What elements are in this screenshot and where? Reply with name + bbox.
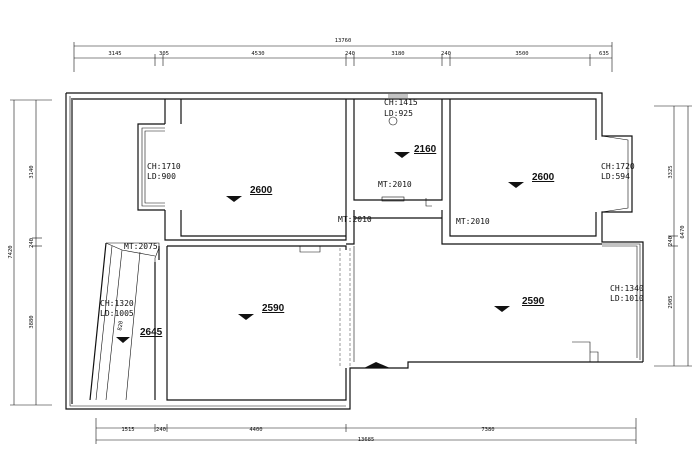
- bottom-dim-1: 1515: [121, 427, 134, 433]
- bottom-dimension-chain: 1515 240 4400 7380 13685: [95, 418, 637, 444]
- top-dim-3: 4530: [251, 51, 264, 57]
- left-dim-2: 240: [29, 238, 35, 248]
- bottom-dim-4: 7380: [481, 427, 494, 433]
- window-4-ch: CH:1320: [100, 299, 134, 308]
- top-total-dim: 13760: [335, 38, 352, 44]
- top-dim-5: 3180: [391, 51, 404, 57]
- door-labels: MT:2010 MT:2010 MT:2010 MT:2075: [124, 180, 490, 251]
- window-5-ld: LD:1010: [610, 294, 644, 303]
- door-label-bedroom-left: MT:2010: [338, 215, 372, 224]
- door-marks: [364, 196, 432, 369]
- window-3-ch: CH:1720: [601, 162, 635, 171]
- room-height-bedroom-right: 2600: [532, 172, 555, 183]
- right-total-dim: 6470: [680, 225, 686, 238]
- window-5-ch: CH:1340: [610, 284, 644, 293]
- top-dim-7: 3500: [515, 51, 528, 57]
- top-dim-6: 240: [441, 51, 451, 57]
- room-height-markers: 2600 2160 2600 2590 2645 2590: [116, 144, 555, 343]
- room-height-bathroom: 2160: [414, 144, 437, 155]
- top-dim-1: 3145: [108, 51, 121, 57]
- top-dimension-chain: 13760 3145 305 4530 240 3180 240 3500 63…: [73, 38, 613, 72]
- door-label-balcony: MT:2075: [124, 242, 158, 251]
- door-label-bathroom: MT:2010: [378, 180, 412, 189]
- left-dimension-chain: 7420 3140 240 3880: [8, 99, 52, 406]
- door-label-bedroom-right: MT:2010: [456, 217, 490, 226]
- top-dim-4: 240: [345, 51, 355, 57]
- right-dim-2: 240: [668, 236, 674, 246]
- top-dim-8: 635: [599, 51, 609, 57]
- interior-walls: [154, 99, 602, 401]
- room-height-balcony: 2645: [140, 327, 163, 338]
- window-1-ch: CH:1415: [384, 98, 418, 107]
- window-labels: CH:1415 LD:925 CH:1710 LD:900 CH:1720 LD…: [100, 98, 644, 318]
- top-window-small-room: [388, 94, 408, 126]
- top-dim-2: 305: [159, 51, 169, 57]
- window-2-ld: LD:900: [147, 172, 176, 181]
- window-3-ld: LD:594: [601, 172, 630, 181]
- room-height-room-lower-left: 2590: [262, 303, 285, 314]
- window-2-ch: CH:1710: [147, 162, 181, 171]
- left-dim-3: 3880: [29, 315, 35, 328]
- bottom-dim-3: 4400: [249, 427, 262, 433]
- right-dim-1: 3325: [668, 165, 674, 178]
- window-4-ld: LD:1005: [100, 309, 134, 318]
- open-passage: [339, 248, 351, 366]
- left-dim-1: 3140: [29, 165, 35, 178]
- balcony-width-label: 820: [117, 320, 125, 331]
- bottom-dim-2: 240: [156, 427, 166, 433]
- left-total-dim: 7420: [8, 245, 14, 258]
- bottom-total-dim: 13685: [358, 437, 375, 443]
- right-dim-3: 2905: [668, 295, 674, 308]
- window-1-ld: LD:925: [384, 109, 413, 118]
- room-height-living-room: 2590: [522, 296, 545, 307]
- room-height-bedroom-left: 2600: [250, 185, 273, 196]
- left-balcony: [89, 242, 160, 401]
- right-dimension-chain: 3325 240 2905 6470: [654, 105, 692, 367]
- left-bay-window: [137, 123, 165, 211]
